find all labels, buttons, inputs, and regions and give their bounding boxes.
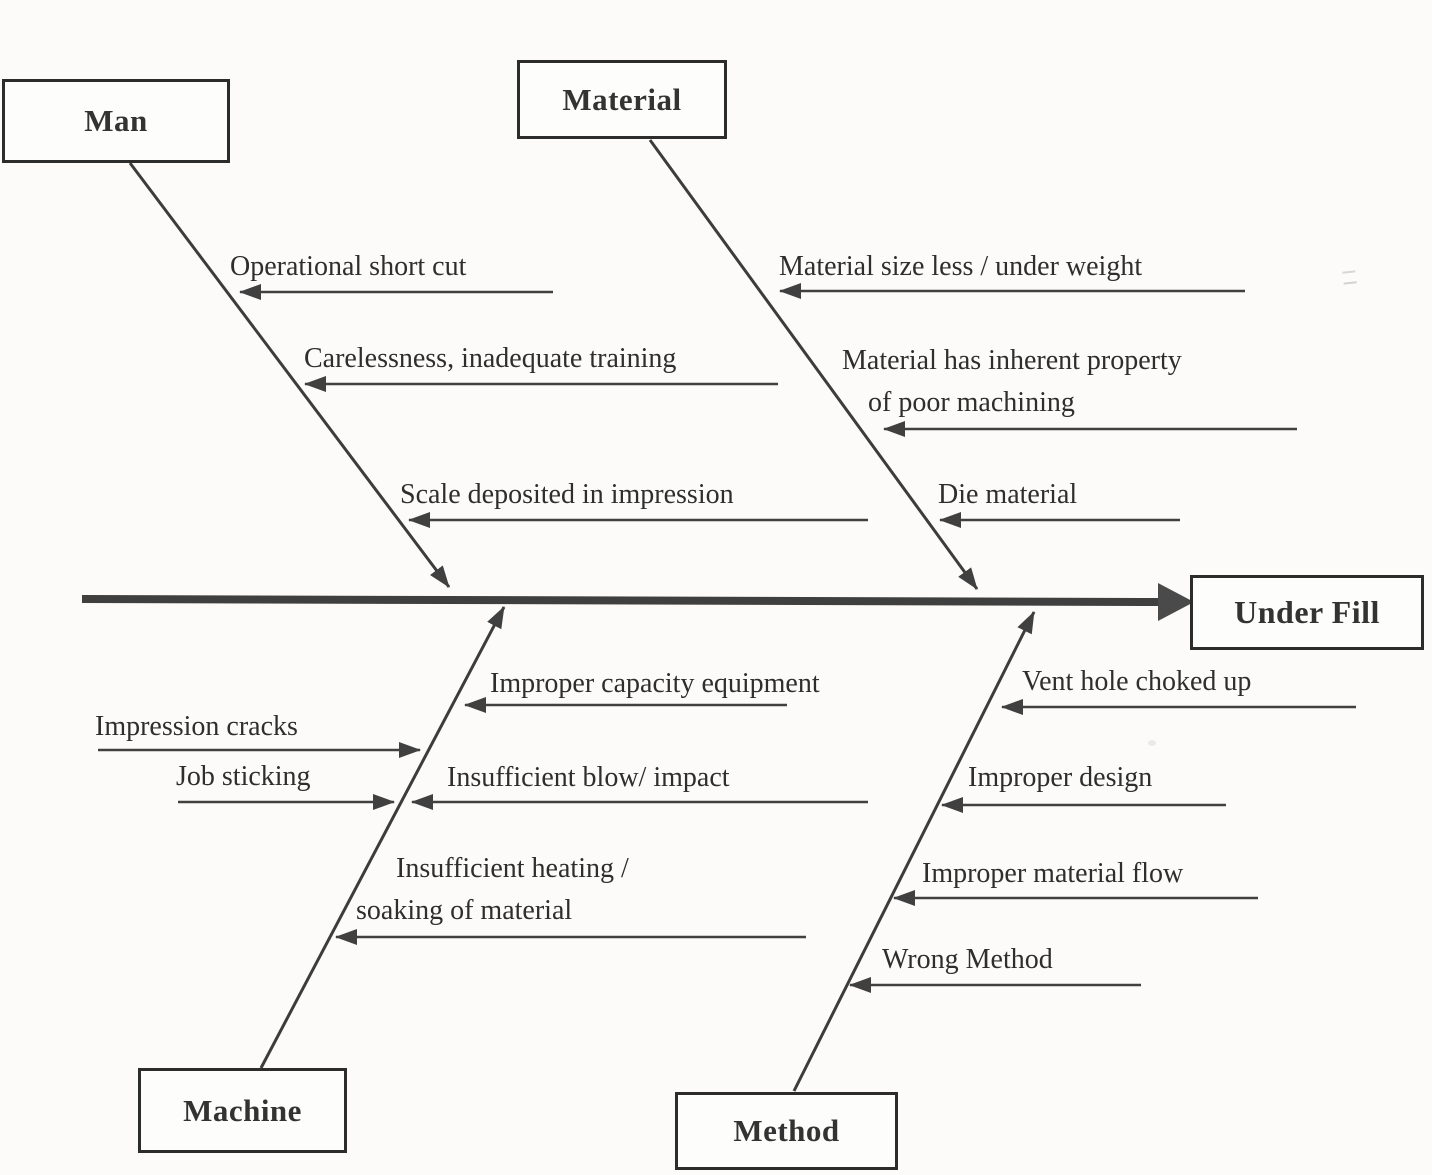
category-box-man: Man: [2, 79, 230, 163]
method-branch-line: [792, 611, 1036, 1092]
cause-label-material-1: Material size less / under weight: [779, 251, 1143, 282]
cause-label-method-1: Vent hole choked up: [1022, 666, 1252, 697]
scan-artifact: [1148, 740, 1156, 746]
category-label-method: Method: [733, 1113, 840, 1148]
cause-label-man-1: Operational short cut: [230, 251, 467, 282]
spine-arrowhead-icon: [1158, 583, 1194, 621]
man-branch-line: [128, 162, 451, 588]
cause-label-method-3: Improper material flow: [922, 858, 1184, 889]
category-box-method: Method: [675, 1092, 898, 1170]
machine-branch-line: [259, 606, 506, 1069]
effect-label: Under Fill: [1234, 594, 1380, 630]
cause-label-method-2: Improper design: [968, 762, 1153, 793]
cause-label-method-4: Wrong Method: [882, 944, 1053, 975]
cause-label-material-3: Die material: [938, 479, 1078, 510]
category-box-machine: Machine: [138, 1068, 347, 1153]
cause-label-man-3: Scale deposited in impression: [400, 479, 734, 510]
category-label-man: Man: [84, 103, 148, 138]
cause-label-machine-3: Improper capacity equipment: [490, 668, 820, 699]
category-box-material: Material: [517, 60, 727, 139]
cause-label-man-2: Carelessness, inadequate training: [304, 343, 677, 374]
effect-box: Under Fill: [1190, 575, 1424, 650]
material-branch-line: [648, 139, 979, 590]
spine-line: [81, 595, 1163, 606]
category-label-material: Material: [562, 81, 682, 117]
scan-artifact: [1342, 270, 1357, 285]
cause-label-machine-5: Insufficient heating / soaking of materi…: [356, 853, 629, 926]
cause-label-material-2: Material has inherent property of poor m…: [842, 345, 1182, 418]
category-label-machine: Machine: [183, 1092, 302, 1128]
cause-label-machine-2: Job sticking: [176, 761, 311, 792]
cause-label-machine-4: Insufficient blow/ impact: [447, 762, 730, 793]
cause-label-machine-1: Impression cracks: [95, 711, 298, 742]
